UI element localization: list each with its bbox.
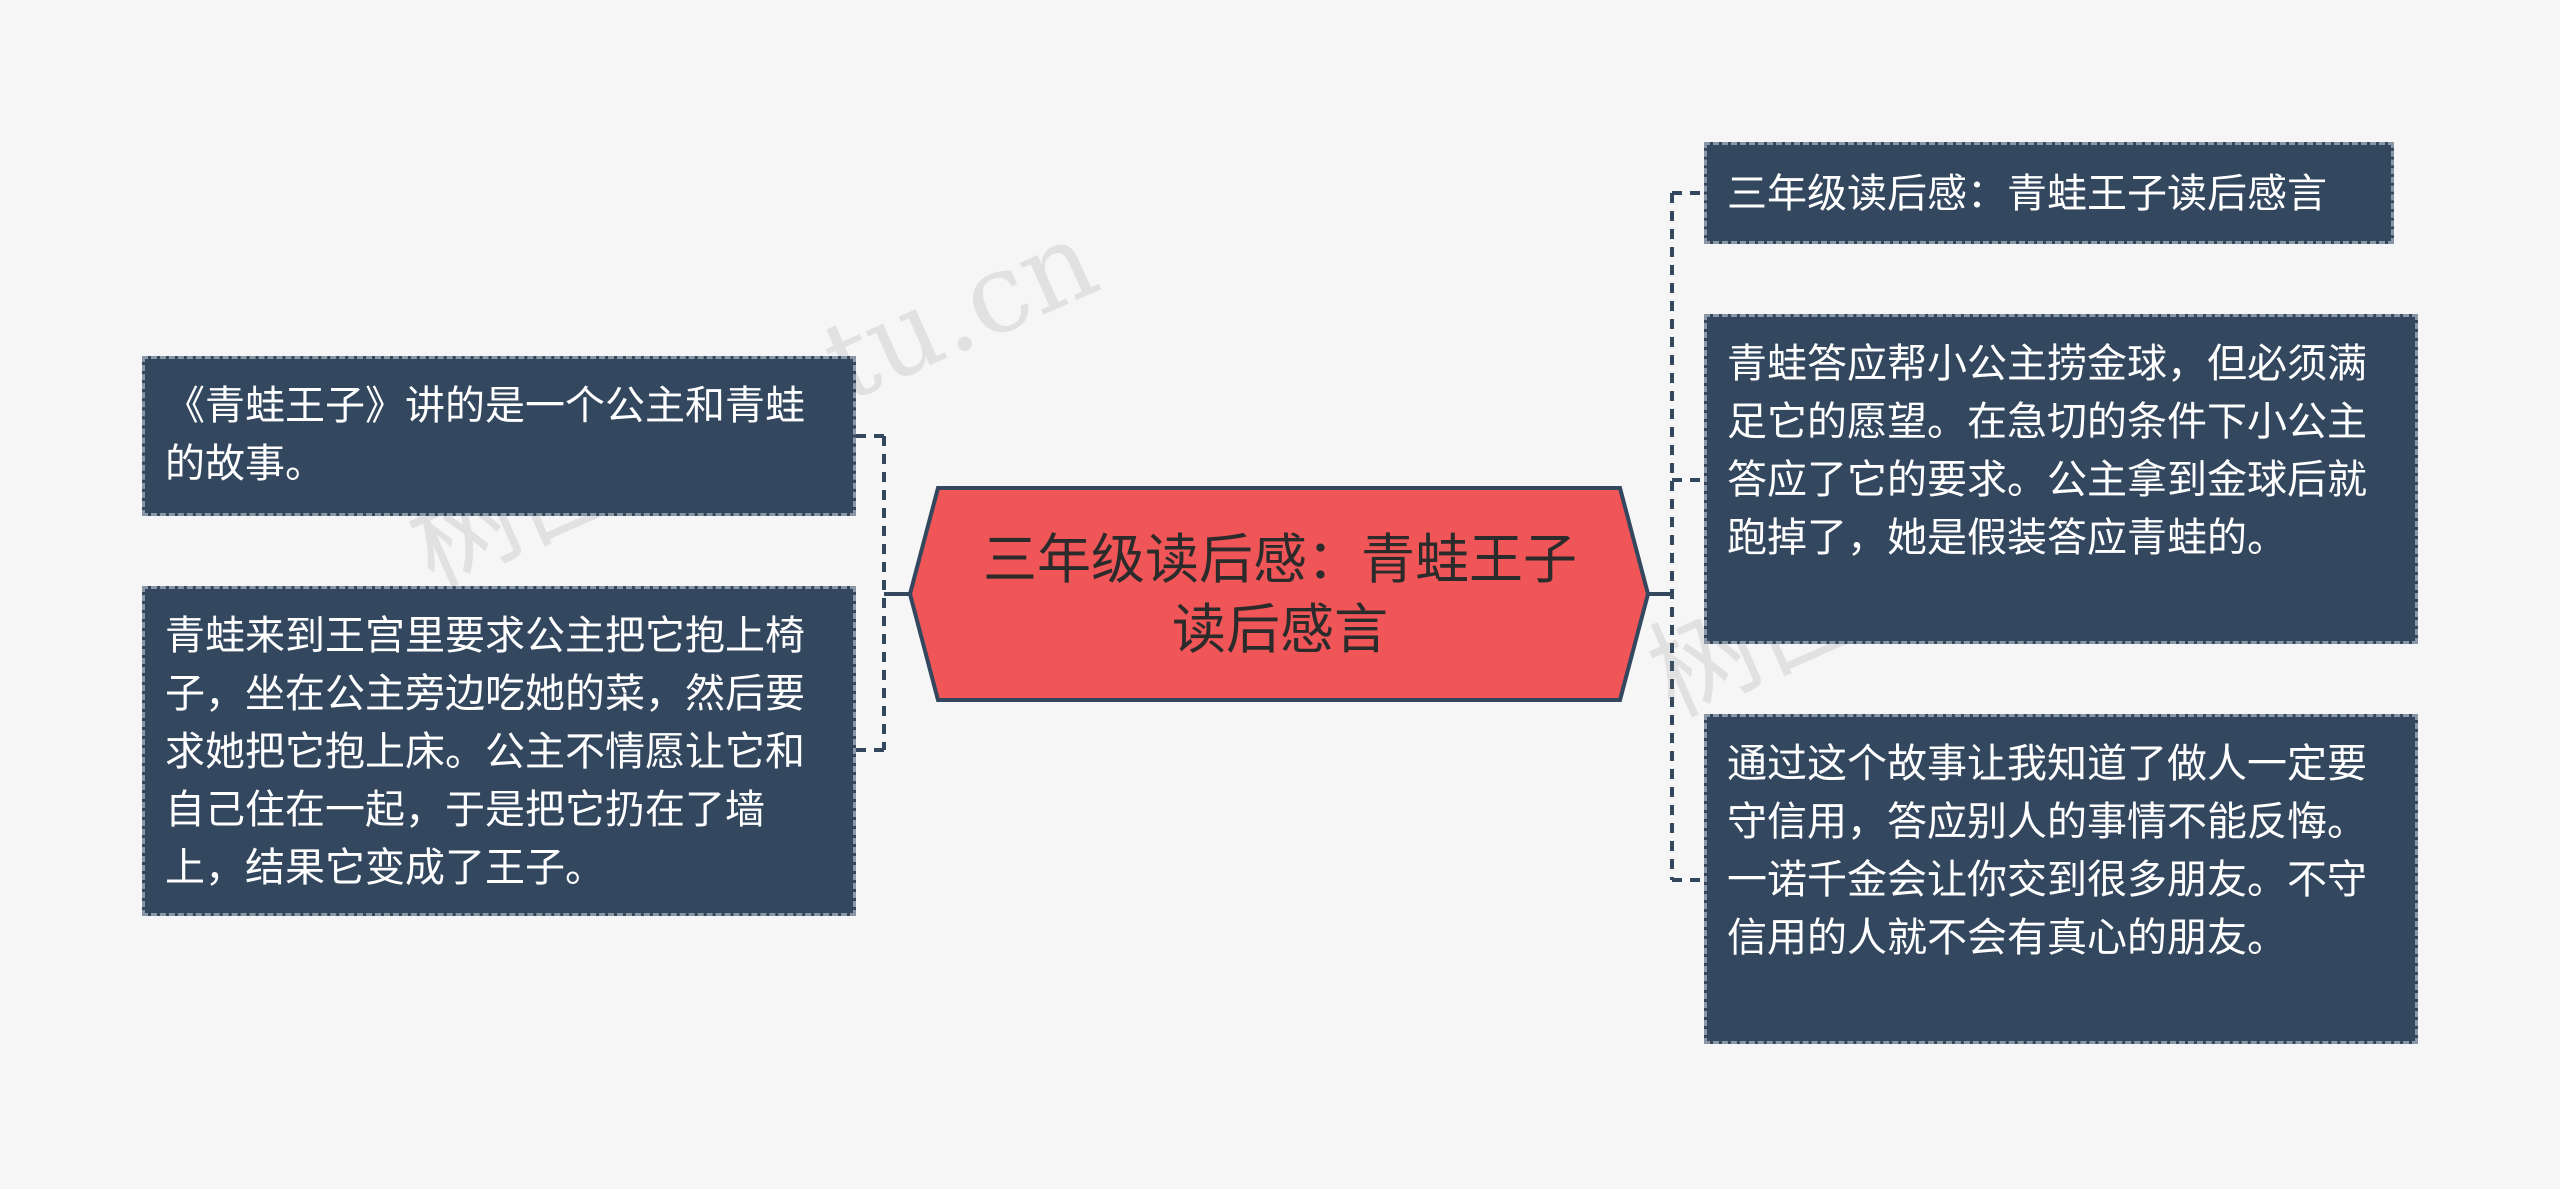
right-connector-group	[1648, 191, 1704, 882]
right-node-3[interactable]: 通过这个故事让我知道了做人一定要守信用，答应别人的事情不能反悔。一诺千金会让你交…	[1704, 714, 2418, 1044]
left-node-2[interactable]: 青蛙来到王宫里要求公主把它抱上椅子，坐在公主旁边吃她的菜，然后要求她把它抱上床。…	[142, 586, 856, 916]
right-node-2[interactable]: 青蛙答应帮小公主捞金球，但必须满足它的愿望。在急切的条件下小公主答应了它的要求。…	[1704, 314, 2418, 644]
left-node-1[interactable]: 《青蛙王子》讲的是一个公主和青蛙的故事。	[142, 356, 856, 516]
root-node[interactable]: 三年级读后感：青蛙王子读后感言	[983, 528, 1577, 661]
left-connector-group	[856, 434, 910, 752]
right-node-1[interactable]: 三年级读后感：青蛙王子读后感言	[1704, 142, 2394, 244]
